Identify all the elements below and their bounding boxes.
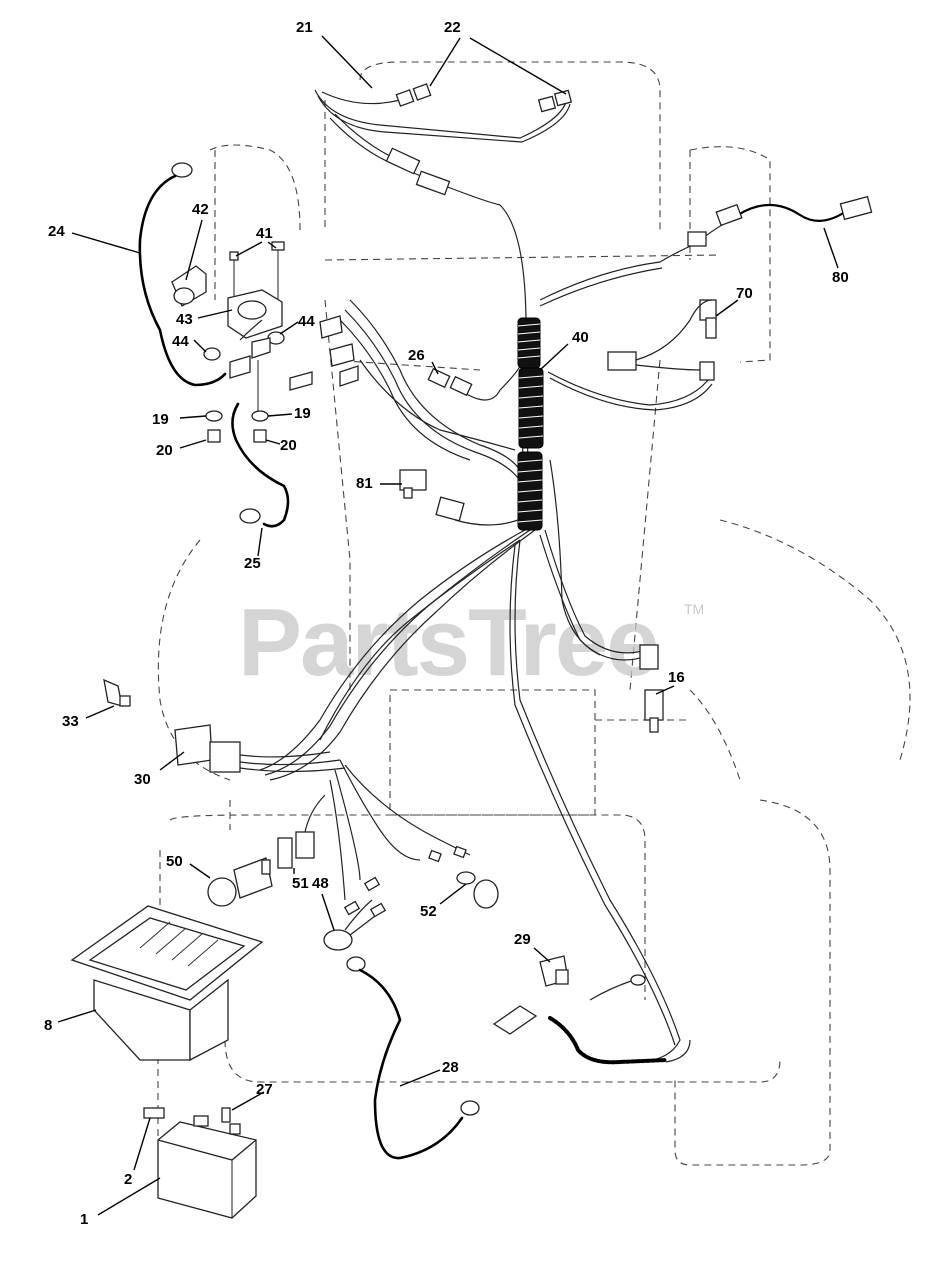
ignition-assembly	[171, 241, 359, 443]
callout-44-right: 44	[298, 313, 315, 330]
callout-20-right: 20	[280, 437, 297, 454]
callout-24: 24	[48, 223, 65, 240]
upper-harness-21-22	[314, 83, 573, 321]
battery-1	[157, 1115, 257, 1219]
switch-16	[639, 644, 664, 733]
spiral-loom-40	[517, 317, 544, 531]
callout-26: 26	[408, 347, 425, 364]
connector-81	[399, 469, 465, 522]
cable-24	[138, 162, 227, 387]
clip-29	[539, 955, 569, 987]
callout-19-right: 19	[294, 405, 311, 422]
harness-lead-80	[539, 195, 873, 307]
switch-50	[207, 857, 273, 907]
callout-29: 29	[514, 931, 531, 948]
watermark-text: PartsTree	[238, 589, 658, 696]
battery-tray-8	[70, 905, 264, 1062]
callout-44-left: 44	[172, 333, 189, 350]
callout-41: 41	[256, 225, 273, 242]
callout-21: 21	[296, 19, 313, 36]
connector-30	[174, 724, 346, 773]
tractor-outline	[157, 61, 911, 1166]
callout-16: 16	[668, 669, 685, 686]
callout-1: 1	[80, 1211, 88, 1228]
cable-25	[231, 402, 290, 528]
callout-33: 33	[62, 713, 79, 730]
connector-group-70	[547, 299, 717, 411]
callout-19-left: 19	[152, 411, 169, 428]
callout-52: 52	[420, 903, 437, 920]
callout-42: 42	[192, 201, 209, 218]
connector-52	[456, 871, 499, 909]
callout-8: 8	[44, 1017, 52, 1034]
leader-lines	[57, 35, 839, 1216]
callout-70: 70	[736, 285, 753, 302]
callout-50: 50	[166, 853, 183, 870]
callout-25: 25	[244, 555, 261, 572]
connector-26	[427, 367, 473, 397]
callout-20-left: 20	[156, 442, 173, 459]
callout-80: 80	[832, 269, 849, 286]
callout-labels: 21 22 24 42 41 43 44 44 19 19 20 20 25 4…	[44, 19, 849, 1228]
callout-40: 40	[572, 329, 589, 346]
callout-30: 30	[134, 771, 151, 788]
connector-48	[323, 845, 467, 951]
battery-bolt-27	[221, 1107, 231, 1123]
callout-27: 27	[256, 1081, 273, 1098]
callout-43: 43	[176, 311, 193, 328]
bracket-33	[103, 678, 131, 707]
battery-bolt-2	[143, 1107, 165, 1119]
coiled-lead	[492, 974, 691, 1065]
callout-2: 2	[124, 1171, 132, 1188]
cable-28	[346, 956, 480, 1160]
callout-48: 48	[312, 875, 329, 892]
callout-28: 28	[442, 1059, 459, 1076]
callout-22: 22	[444, 19, 461, 36]
watermark-trademark: TM	[684, 601, 704, 617]
switch-51	[277, 794, 326, 869]
callout-51: 51	[292, 875, 309, 892]
callout-81: 81	[356, 475, 373, 492]
